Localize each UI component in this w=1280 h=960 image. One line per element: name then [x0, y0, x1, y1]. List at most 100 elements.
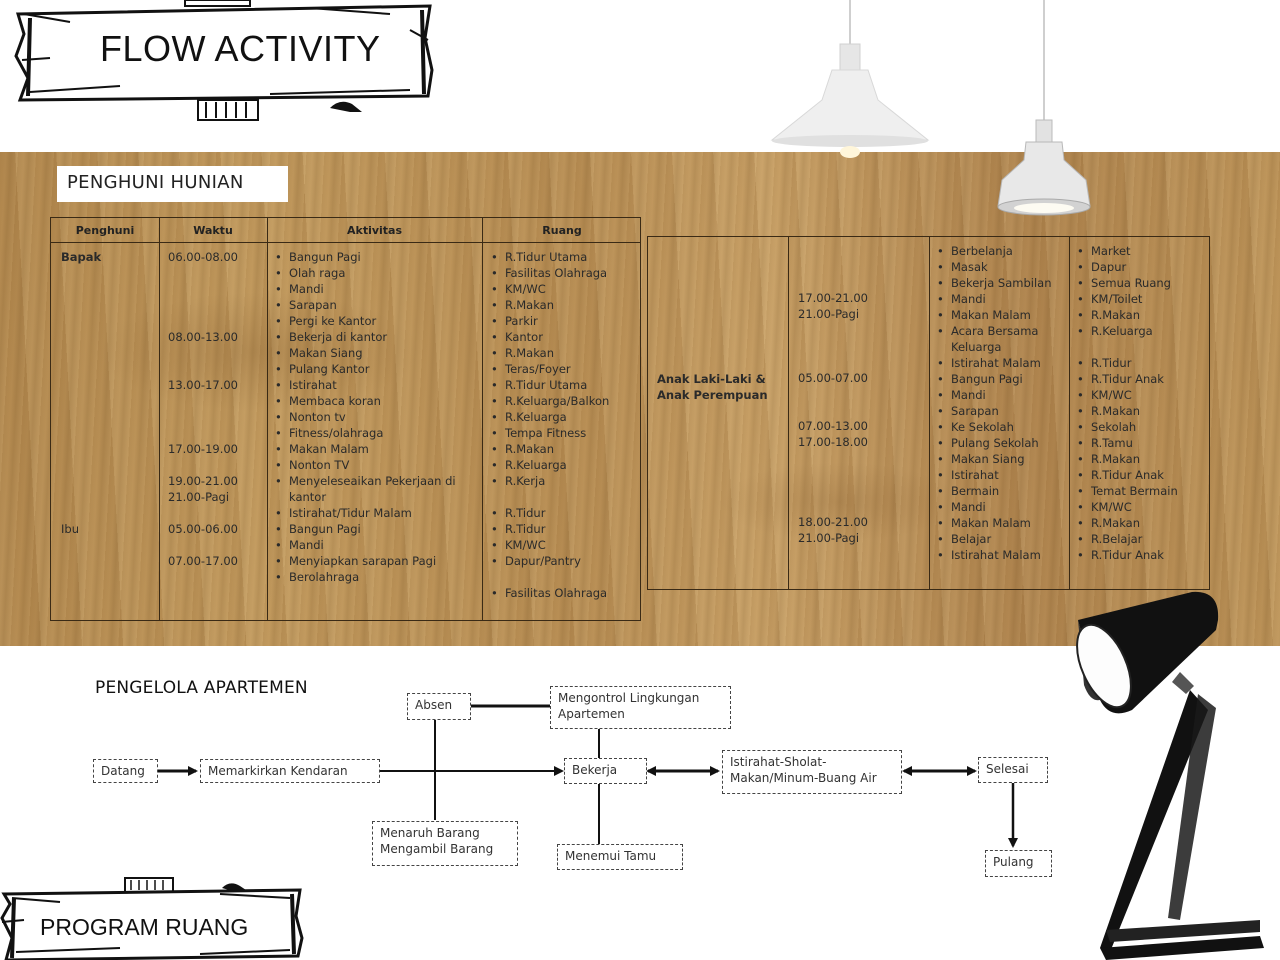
list-item: Olah raga — [273, 265, 473, 281]
table-column-line — [159, 218, 160, 620]
list-item: KM/Toilet — [1075, 291, 1209, 307]
list-item: Makan Malam — [935, 515, 1067, 531]
list-item: R.Tidur Anak — [1075, 371, 1209, 387]
time-slot: 21.00-Pagi — [798, 531, 860, 545]
list-item: Makan Siang — [935, 451, 1067, 467]
list-item: Masak — [935, 259, 1067, 275]
list-item: Fasilitas Olahraga — [489, 265, 639, 281]
page-title: FLOW ACTIVITY — [100, 28, 381, 69]
list-item: Fitness/olahraga — [273, 425, 473, 441]
table-column-line — [1069, 237, 1070, 589]
list-item: Sekolah — [1075, 419, 1209, 435]
list-item: Sarapan — [273, 297, 473, 313]
list-item: R.Keluarga — [489, 457, 639, 473]
room-list: R.Tidur Utama Fasilitas Olahraga KM/WC R… — [489, 249, 639, 601]
list-item: Istirahat Malam — [935, 355, 1067, 371]
table-column-line — [482, 218, 483, 620]
wooden-sign-graphic — [0, 877, 304, 960]
occupant-name-line: Anak Laki-Laki & — [657, 372, 766, 386]
list-item: Nonton tv — [273, 409, 473, 425]
list-item: R.Makan — [1075, 451, 1209, 467]
time-slot: 06.00-08.00 — [168, 250, 238, 264]
list-item: R.Tidur Utama — [489, 249, 639, 265]
list-item: Teras/Foyer — [489, 361, 639, 377]
flow-node-pulang: Pulang — [985, 850, 1052, 877]
time-slot: 17.00-18.00 — [798, 435, 868, 449]
flow-node-absen: Absen — [407, 693, 471, 720]
desk-lamp-icon — [1076, 591, 1264, 960]
list-item: Acara Bersama Keluarga — [935, 323, 1067, 355]
time-slot: 05.00-07.00 — [798, 371, 868, 385]
activity-list: Bangun Pagi Olah raga Mandi Sarapan Perg… — [273, 249, 473, 585]
list-item: Membaca koran — [273, 393, 473, 409]
occupant-name: Ibu — [61, 522, 79, 536]
list-item: R.Tidur Anak — [1075, 547, 1209, 563]
list-item: Dapur/Pantry — [489, 553, 639, 569]
time-slot: 13.00-17.00 — [168, 378, 238, 392]
list-item: Kantor — [489, 329, 639, 345]
list-item: Istirahat/Tidur Malam — [273, 505, 473, 521]
list-item: Bekerja Sambilan — [935, 275, 1067, 291]
time-slot: 07.00-13.00 — [798, 419, 868, 433]
activity-list: Berbelanja Masak Bekerja Sambilan Mandi … — [935, 243, 1067, 563]
list-item: R.Makan — [489, 441, 639, 457]
list-item: Nonton TV — [273, 457, 473, 473]
occupant-table-children: Anak Laki-Laki & Anak Perempuan 17.00-21… — [647, 236, 1210, 590]
flow-node-parkir: Memarkirkan Kendaran — [200, 759, 380, 783]
flow-activity-sign: FLOW ACTIVITY — [10, 0, 435, 122]
list-item: R.Makan — [489, 345, 639, 361]
table-header-penghuni: Penghuni — [75, 224, 135, 237]
flow-node-line: Apartemen — [558, 707, 625, 721]
list-item: Menyeleseaikan Pekerjaan di kantor — [273, 473, 473, 505]
list-item: R.Belajar — [1075, 531, 1209, 547]
flow-node-line: Mengontrol Lingkungan — [558, 691, 700, 705]
flow-node-datang: Datang — [93, 759, 158, 783]
list-item: Fasilitas Olahraga — [489, 585, 639, 601]
flow-node-line: Mengambil Barang — [380, 842, 494, 856]
list-item: Pergi ke Kantor — [273, 313, 473, 329]
list-item: Tempa Fitness — [489, 425, 639, 441]
flow-node-line: Menaruh Barang — [380, 826, 480, 840]
list-item: R.Makan — [1075, 307, 1209, 323]
flow-node-barang: Menaruh Barang Mengambil Barang — [372, 821, 518, 866]
list-item: R.Keluarga — [489, 409, 639, 425]
list-item: Bermain — [935, 483, 1067, 499]
occupant-name: Anak Laki-Laki & Anak Perempuan — [657, 371, 768, 403]
list-item: Dapur — [1075, 259, 1209, 275]
list-item: Istirahat — [935, 467, 1067, 483]
list-item: R.Tidur — [1075, 355, 1209, 371]
list-item: R.Tidur Utama — [489, 377, 639, 393]
table-column-line — [788, 237, 789, 589]
list-item: R.Tidur Anak — [1075, 467, 1209, 483]
time-slot: 17.00-19.00 — [168, 442, 238, 456]
list-item: Bangun Pagi — [273, 521, 473, 537]
list-item: R.Tamu — [1075, 435, 1209, 451]
list-item: Pulang Sekolah — [935, 435, 1067, 451]
flow-node-line: Makan/Minum-Buang Air — [730, 771, 877, 785]
list-item: Mandi — [935, 291, 1067, 307]
wooden-sign-graphic — [14, 0, 434, 121]
time-slot: 21.00-Pagi — [168, 490, 230, 504]
list-item: R.Kerja — [489, 473, 639, 489]
program-ruang-sign: PROGRAM RUANG — [0, 876, 305, 960]
time-slot: 18.00-21.00 — [798, 515, 868, 529]
list-item: R.Makan — [1075, 403, 1209, 419]
table-header-ruang: Ruang — [542, 224, 582, 237]
time-slot: 08.00-13.00 — [168, 330, 238, 344]
table-column-line — [267, 218, 268, 620]
flow-node-istirahat: Istirahat-Sholat- Makan/Minum-Buang Air — [722, 750, 902, 794]
list-item: KM/WC — [1075, 499, 1209, 515]
list-item: R.Keluarga — [1075, 323, 1209, 339]
table-header-aktivitas: Aktivitas — [346, 224, 403, 237]
flow-node-tamu: Menemui Tamu — [557, 844, 683, 870]
list-item: KM/WC — [1075, 387, 1209, 403]
flow-node-kontrol: Mengontrol Lingkungan Apartemen — [550, 686, 731, 729]
occupant-name-line: Anak Perempuan — [657, 388, 768, 402]
flow-node-selesai: Selesai — [978, 757, 1048, 783]
table-header-line — [51, 242, 640, 243]
pendant-lamp-icon — [770, 0, 930, 158]
list-item: R.Keluarga/Balkon — [489, 393, 639, 409]
list-item: Mandi — [273, 537, 473, 553]
list-item: Mandi — [273, 281, 473, 297]
